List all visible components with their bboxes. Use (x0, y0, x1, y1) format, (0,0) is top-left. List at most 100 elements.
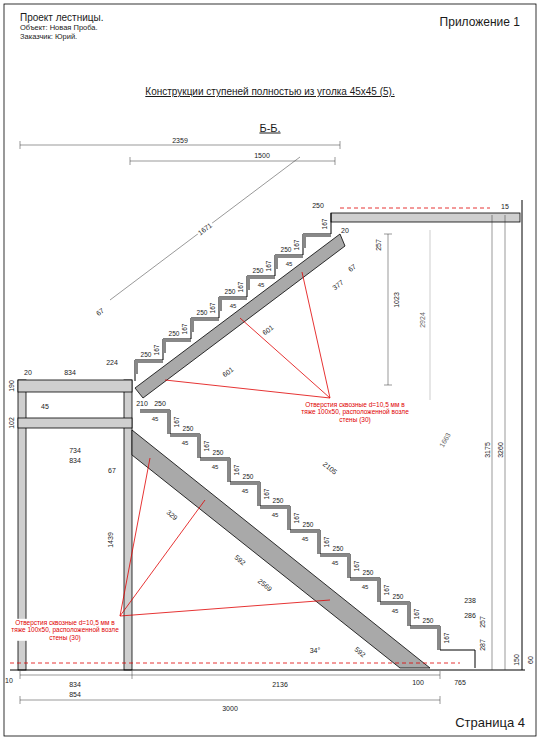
angle-iron (163, 339, 166, 353)
dimension-label: 3175 (484, 442, 491, 458)
platform-frame (18, 213, 520, 670)
dimension-label: 45 (212, 464, 219, 470)
angle-iron (320, 554, 350, 557)
angle-iron (287, 506, 290, 530)
dimension-label: 210 (136, 400, 148, 407)
dimension-label: 238 (464, 597, 476, 604)
frame-border (4, 4, 536, 736)
dimension-label: 250 (225, 289, 236, 296)
dimension-label: 250 (363, 570, 374, 577)
angle-iron (247, 276, 250, 290)
hole-note: Отверстия сквозные d=10,5 мм в тяже 100х… (10, 619, 120, 641)
dimension-label: 250 (303, 522, 314, 529)
dimension-label: 167 (266, 260, 273, 271)
dimension-label: 377 (331, 279, 345, 292)
angle-iron (303, 234, 331, 237)
dimension-label: 250 (197, 310, 208, 317)
angle-iron (275, 255, 303, 258)
angle-iron (219, 297, 222, 311)
sheet-label: Приложение 1 (440, 16, 520, 28)
angle-iron (135, 360, 138, 374)
sheet-label: Страница 4 (455, 716, 525, 729)
walls-floor (10, 200, 525, 670)
angle-iron (350, 578, 380, 581)
dimension-label: 601 (261, 324, 275, 337)
dimension-label: 45 (230, 303, 237, 309)
dimension-label: 601 (221, 366, 235, 379)
dimension-label: 67 (347, 263, 357, 273)
angle-iron (260, 506, 290, 509)
dimension-label: 2924 (419, 312, 426, 328)
dimension-label: 34° (310, 647, 321, 654)
dimension-label: 167 (324, 537, 331, 548)
angle-iron (197, 434, 200, 458)
dimension-label: 1023 (393, 292, 400, 308)
dimension-label: 2136 (272, 681, 288, 688)
dimension-label: 167 (384, 585, 391, 596)
dimension-label: 167 (210, 302, 217, 313)
dimension-label: 190 (8, 380, 15, 392)
angle-iron (140, 410, 170, 413)
dimension-label: 3000 (222, 705, 238, 712)
header-text: Проект лестницы. (20, 13, 104, 23)
dimension-label: 45 (286, 261, 293, 267)
dimension-label: 45 (362, 584, 369, 590)
dimension-label: 15 (501, 203, 509, 210)
dimension-label: 10 (5, 677, 13, 684)
dimension-label: 45 (392, 608, 399, 614)
angle-iron (257, 482, 260, 506)
dimension-label: 250 (141, 352, 152, 359)
dimension-label: 20 (341, 227, 349, 234)
hole-leaders (10, 208, 490, 663)
dimension-label: 834 (64, 369, 76, 376)
dimension-label: 150 (513, 654, 520, 666)
dimension-label: 250 (183, 426, 194, 433)
angle-iron (200, 458, 230, 461)
angle-iron (191, 318, 219, 321)
dimension-label: 250 (423, 618, 434, 625)
dimension-label: 854 (69, 691, 81, 698)
dimension-label: 834 (69, 681, 81, 688)
angle-iron (377, 578, 380, 602)
dimension-label: 167 (294, 513, 301, 524)
angle-iron (407, 602, 410, 626)
dimension-label: 250 (154, 400, 166, 407)
angle-iron (347, 554, 350, 578)
dimension-label: 167 (174, 417, 181, 428)
dimension-label: 167 (238, 281, 245, 292)
lower-step-profile (140, 410, 475, 668)
dimension-label: 765 (454, 679, 466, 686)
dimension-label: 1500 (254, 152, 270, 159)
dimension-label: 45 (182, 440, 189, 446)
dimension-label: 250 (253, 268, 264, 275)
dimension-label: 45 (302, 536, 309, 542)
dimension-label: 167 (294, 239, 301, 250)
dimension-label: 250 (213, 450, 224, 457)
angle-iron (163, 339, 191, 342)
angle-iron (317, 530, 320, 554)
angle-iron (290, 530, 320, 533)
dimension-label: 250 (243, 474, 254, 481)
drawing-title: Конструкции ступеней полностью из уголка… (145, 87, 394, 97)
dimension-label: 329 (165, 509, 178, 522)
dimension-label: 1439 (107, 532, 114, 548)
angle-iron (437, 626, 440, 650)
upper-step-profile (135, 213, 331, 381)
dimension-label: 286 (464, 612, 476, 619)
stringers (132, 234, 430, 668)
dimension-label: 45 (332, 560, 339, 566)
dimension-label: 167 (414, 609, 421, 620)
dimension-label: 167 (234, 465, 241, 476)
dimension-label: 250 (393, 594, 404, 601)
dimension-label: 167 (354, 561, 361, 572)
dimension-label: 167 (444, 633, 451, 644)
dimension-label: 250 (312, 202, 324, 209)
dimension-label: 2569 (257, 577, 274, 592)
dimension-label: 20 (24, 369, 32, 376)
dimension-label: 287 (479, 639, 486, 651)
hole-note: Отверстия сквозные d=10,5 мм в тяже 100х… (300, 401, 410, 423)
angle-iron (219, 297, 247, 300)
dimension-label: 734 (69, 447, 81, 454)
dimension-label: 592 (353, 646, 366, 659)
